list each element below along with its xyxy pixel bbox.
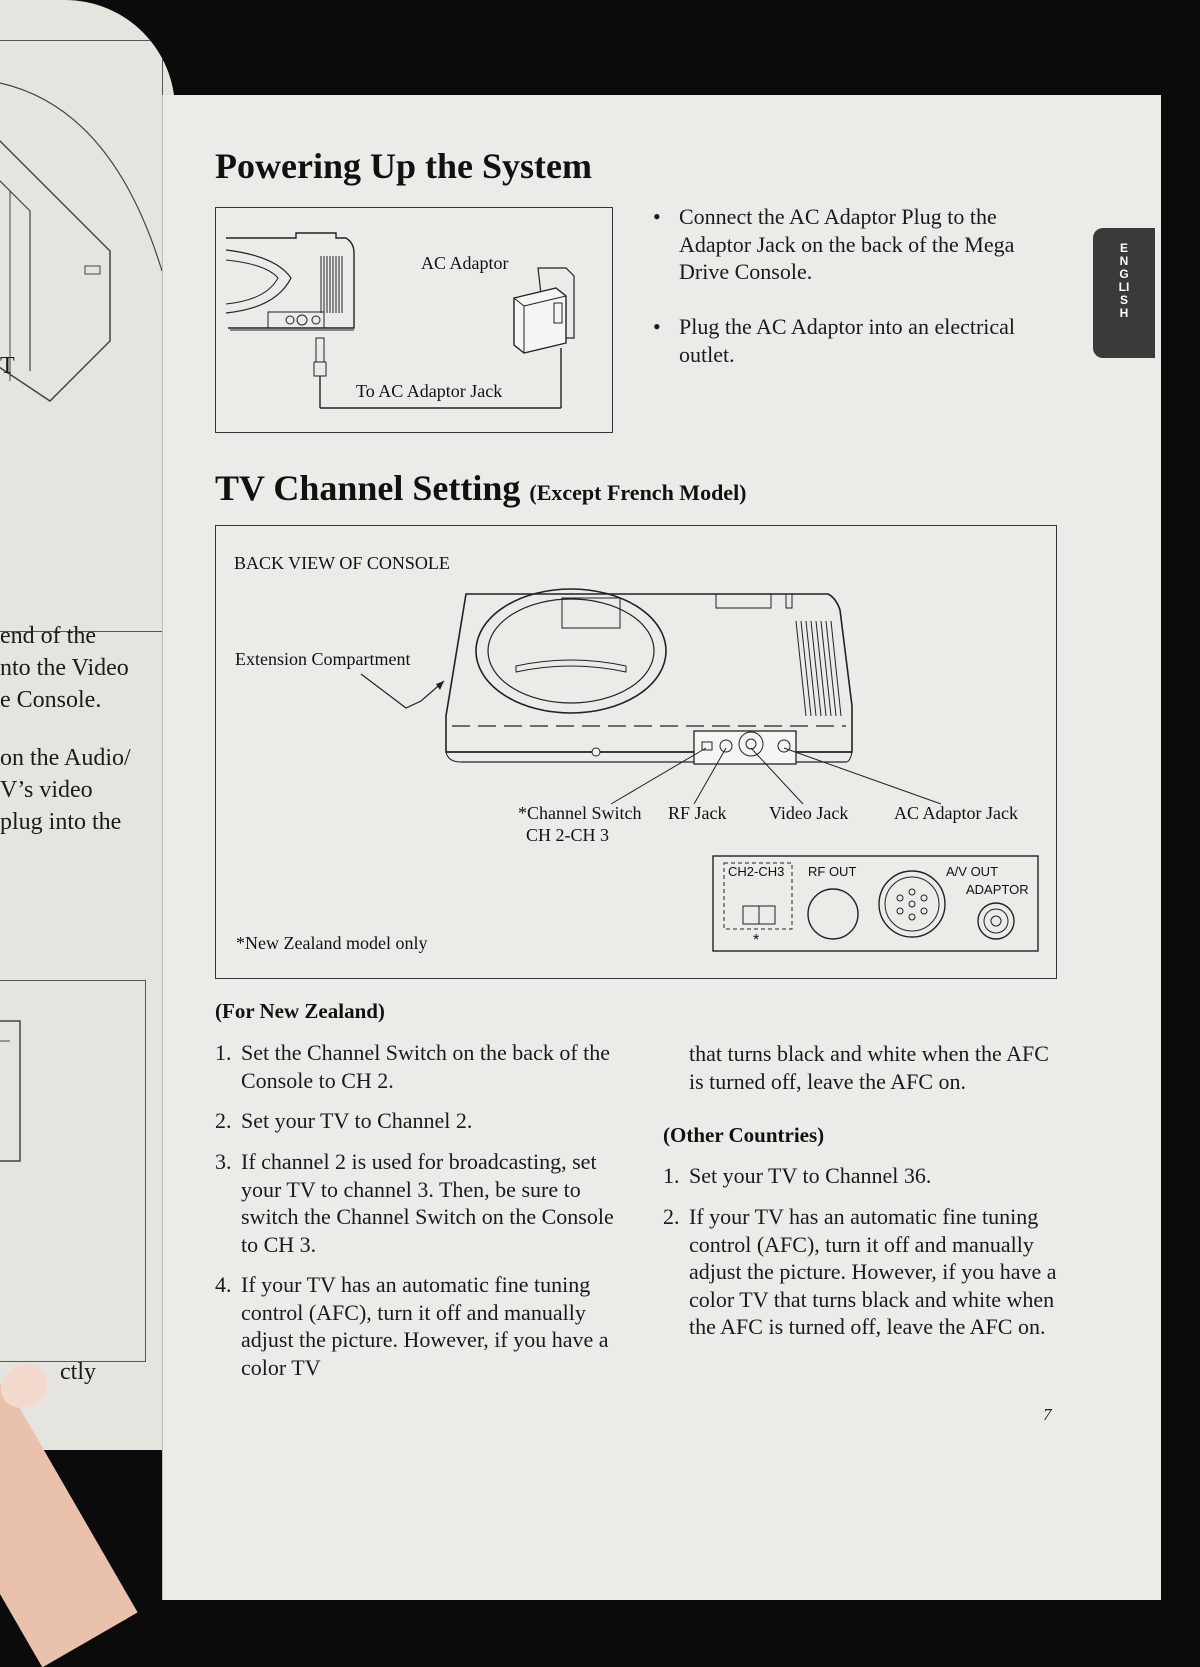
- step-number: 2.: [215, 1108, 232, 1133]
- bullet-text: Plug the AC Adaptor into an electrical o…: [679, 314, 1016, 367]
- step-number: 4.: [215, 1272, 232, 1297]
- left-text-line: nto the Video: [0, 655, 129, 681]
- channel-switch-label: *Channel Switch: [518, 803, 642, 823]
- right-page: Powering Up the System: [162, 95, 1161, 1600]
- to-ac-jack-label: To AC Adaptor Jack: [356, 381, 503, 401]
- left-device-illustration: [0, 1020, 21, 1162]
- step-number: 1.: [215, 1040, 232, 1065]
- left-illustration-box-2: [0, 980, 146, 1362]
- section-title-tv-channel: TV Channel Setting (Except French Model): [215, 467, 747, 509]
- left-illustration-box: [0, 40, 163, 632]
- step-text: Set your TV to Channel 36.: [689, 1163, 932, 1188]
- step-text: Set the Channel Switch on the back of th…: [241, 1040, 611, 1093]
- console-back-illustration: [360, 588, 1039, 952]
- video-jack-label: Video Jack: [769, 803, 849, 823]
- tv-channel-title: TV Channel Setting: [215, 468, 521, 508]
- left-text-line: end of the: [0, 623, 96, 649]
- extension-compartment-label: Extension Compartment: [235, 649, 411, 669]
- left-page: T end of the nto the Video e Console. on…: [0, 0, 175, 1450]
- other-countries-heading: (Other Countries): [663, 1123, 825, 1147]
- channel-switch-sub-label: CH 2-CH 3: [526, 825, 610, 845]
- language-tab-label: ENGLISH: [1118, 241, 1130, 320]
- rf-jack-label: RF Jack: [668, 803, 727, 823]
- step-number: 3.: [215, 1149, 232, 1174]
- section-title-powering: Powering Up the System: [215, 146, 592, 186]
- panel-ch-label: CH2-CH3: [728, 864, 785, 879]
- bullet-text: Connect the AC Adaptor Plug to the Adapt…: [679, 204, 1015, 284]
- power-diagram-illustration: [225, 232, 575, 409]
- left-text-line: on the Audio/: [0, 745, 131, 771]
- nz-step-4-continuation: that turns black and white when the AFC …: [689, 1041, 1049, 1094]
- step-text: If your TV has an automatic fine tuning …: [241, 1272, 609, 1380]
- ac-adaptor-label: AC Adaptor: [421, 253, 509, 273]
- panel-rf-label: RF OUT: [808, 864, 857, 879]
- console-back-diagram-box: BACK VIEW OF CONSOLE Extension Compartme…: [215, 525, 1057, 979]
- nz-heading: (For New Zealand): [215, 999, 385, 1023]
- left-text-line: ctly: [60, 1359, 96, 1385]
- page-number: 7: [1043, 1405, 1052, 1424]
- tv-channel-title-note: (Except French Model): [529, 480, 747, 505]
- panel-adaptor-label: ADAPTOR: [966, 882, 1029, 897]
- panel-star: *: [753, 932, 760, 949]
- panel-av-label: A/V OUT: [946, 864, 999, 879]
- step-text: Set your TV to Channel 2.: [241, 1108, 473, 1133]
- step-number: 2.: [663, 1204, 680, 1229]
- left-cabinet-illustration: [0, 82, 163, 402]
- left-letter: T: [0, 353, 15, 379]
- footnote-nz: *New Zealand model only: [236, 933, 428, 953]
- ac-adaptor-jack-label: AC Adaptor Jack: [894, 803, 1018, 823]
- step-number: 1.: [663, 1163, 680, 1188]
- left-text-line: plug into the: [0, 809, 122, 835]
- language-tab: ENGLISH: [1093, 228, 1155, 358]
- step-text: If your TV has an automatic fine tuning …: [689, 1204, 1057, 1339]
- left-text-line: e Console.: [0, 687, 102, 713]
- back-view-label: BACK VIEW OF CONSOLE: [234, 553, 450, 573]
- power-diagram-box: AC Adaptor To AC Adaptor Jack: [215, 207, 613, 433]
- step-text: If channel 2 is used for broadcasting, s…: [241, 1149, 614, 1257]
- left-text-line: V’s video: [0, 777, 93, 803]
